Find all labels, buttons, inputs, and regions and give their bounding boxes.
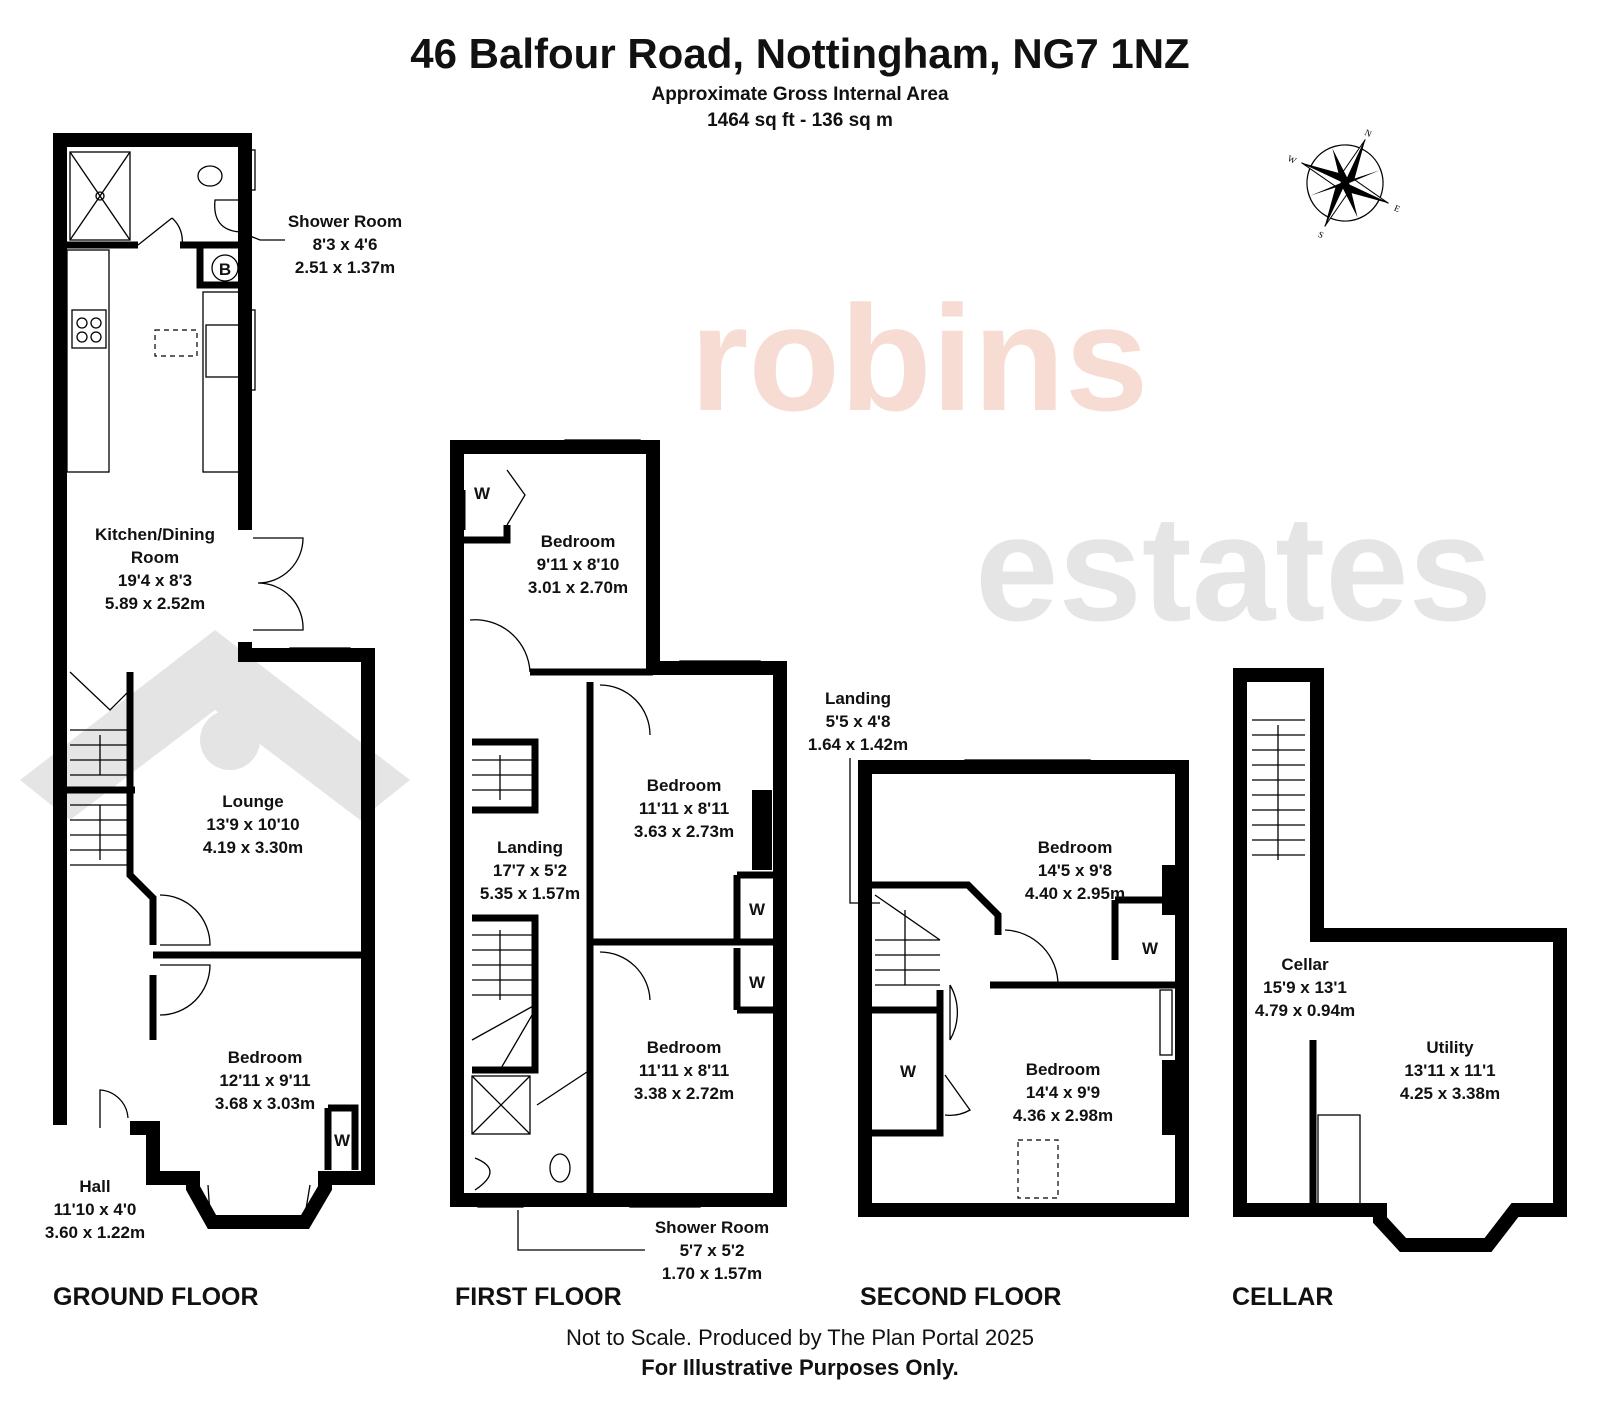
room-dimensions-metric: 4.79 x 0.94m [1255,1001,1355,1020]
compass-w: W [1286,153,1298,166]
room-name: Utility [1426,1038,1474,1057]
floor-label: FIRST FLOOR [455,1283,622,1311]
hob-icon [71,309,107,349]
area-subtitle: Approximate Gross Internal Area [651,84,949,105]
room-name: Landing [497,838,563,857]
room-dimensions-metric: 4.19 x 3.30m [203,838,303,857]
room-name: Bedroom [1026,1060,1101,1079]
sink-icon [205,324,240,378]
room-name: Landing [825,689,891,708]
room-dimensions-imperial: 19'4 x 8'3 [118,571,192,590]
room-name: Bedroom [1038,838,1113,857]
compass-s: S [1317,229,1326,240]
cellar-plan: Cellar 15'9 x 13'1 4.79 x 0.94m Utility … [1232,668,1567,1311]
watermark-house-icon [20,630,410,820]
room-dimensions-imperial: 8'3 x 4'6 [313,235,378,254]
room-dimensions-metric: 4.36 x 2.98m [1013,1106,1113,1125]
wardrobe-label: W [334,1131,351,1150]
room-dimensions-metric: 1.64 x 1.42m [808,735,908,754]
watermark: robins estates [20,274,1492,820]
room-dimensions-metric: 5.35 x 1.57m [480,884,580,903]
room-name: Shower Room [655,1218,769,1237]
room-name: Hall [79,1177,110,1196]
room-dimensions-metric: 4.40 x 2.95m [1025,884,1125,903]
room-dimensions-metric: 4.25 x 3.38m [1400,1084,1500,1103]
room-dimensions-metric: 3.63 x 2.73m [634,822,734,841]
room-dimensions-imperial: 11'11 x 8'11 [639,799,729,818]
room-dimensions-imperial: 5'7 x 5'2 [680,1241,745,1260]
disclaimer: Not to Scale. Produced by The Plan Porta… [566,1325,1034,1350]
area-value: 1464 sq ft - 136 sq m [707,110,893,131]
compass-n: N [1363,127,1374,139]
room-dimensions-imperial: 13'9 x 10'10 [206,815,299,834]
room-name: Kitchen/Dining [95,525,215,544]
floor-label: SECOND FLOOR [860,1283,1061,1311]
room-name: Shower Room [288,212,402,231]
watermark-text-estates: estates [975,484,1492,652]
page-title: 46 Balfour Road, Nottingham, NG7 1NZ [410,30,1190,77]
watermark-text-robins: robins [690,274,1148,442]
room-dimensions-imperial: 11'11 x 8'11 [639,1061,729,1080]
room-name: Bedroom [647,776,722,795]
room-dimensions-imperial: 17'7 x 5'2 [493,861,567,880]
room-dimensions-metric: 3.38 x 2.72m [634,1084,734,1103]
room-dimensions-metric: 1.70 x 1.57m [662,1264,762,1283]
room-dimensions-metric: 3.01 x 2.70m [528,578,628,597]
room-dimensions-imperial: 13'11 x 11'1 [1404,1061,1495,1080]
room-dimensions-metric: 3.68 x 3.03m [215,1094,315,1113]
room-dimensions-imperial: 9'11 x 8'10 [537,555,620,574]
room-name-line2: Room [131,548,179,567]
room-name: Bedroom [541,532,616,551]
disclaimer-bold: For Illustrative Purposes Only. [641,1355,959,1380]
room-dimensions-imperial: 12'11 x 9'11 [219,1071,310,1090]
room-name: Bedroom [228,1048,303,1067]
room-dimensions-imperial: 14'5 x 9'8 [1038,861,1112,880]
room-dimensions-imperial: 15'9 x 13'1 [1263,978,1347,997]
compass-e: E [1393,203,1403,215]
wardrobe-label: W [900,1062,917,1081]
room-dimensions-metric: 2.51 x 1.37m [295,258,395,277]
room-dimensions-metric: 3.60 x 1.22m [45,1223,145,1242]
room-name: Cellar [1281,955,1329,974]
wardrobe-label: W [749,973,766,992]
room-dimensions-imperial: 14'4 x 9'9 [1026,1083,1100,1102]
boiler-icon [211,254,239,282]
floor-label: CELLAR [1232,1283,1333,1311]
compass-icon: N E S W [1286,127,1403,240]
boiler-label: B [219,260,231,279]
room-dimensions-imperial: 11'10 x 4'0 [54,1200,137,1219]
room-dimensions-imperial: 5'5 x 4'8 [826,712,891,731]
wardrobe-label: W [1142,939,1159,958]
ground-floor-plan: B Shower Room 8'3 x 4'6 2.51 x 1.37m Kit… [45,133,402,1311]
floor-label: GROUND FLOOR [53,1283,259,1311]
second-floor-plan: Landing 5'5 x 4'8 1.64 x 1.42m Bedroom 1… [808,689,1189,1311]
room-name: Lounge [222,792,283,811]
wardrobe-label: W [474,484,491,503]
room-name: Bedroom [647,1038,722,1057]
room-dimensions-metric: 5.89 x 2.52m [105,594,205,613]
wardrobe-label: W [749,900,766,919]
first-floor-plan: W Bedroom 9'11 x 8'10 3.01 x 2.70m Bedro… [450,439,787,1311]
